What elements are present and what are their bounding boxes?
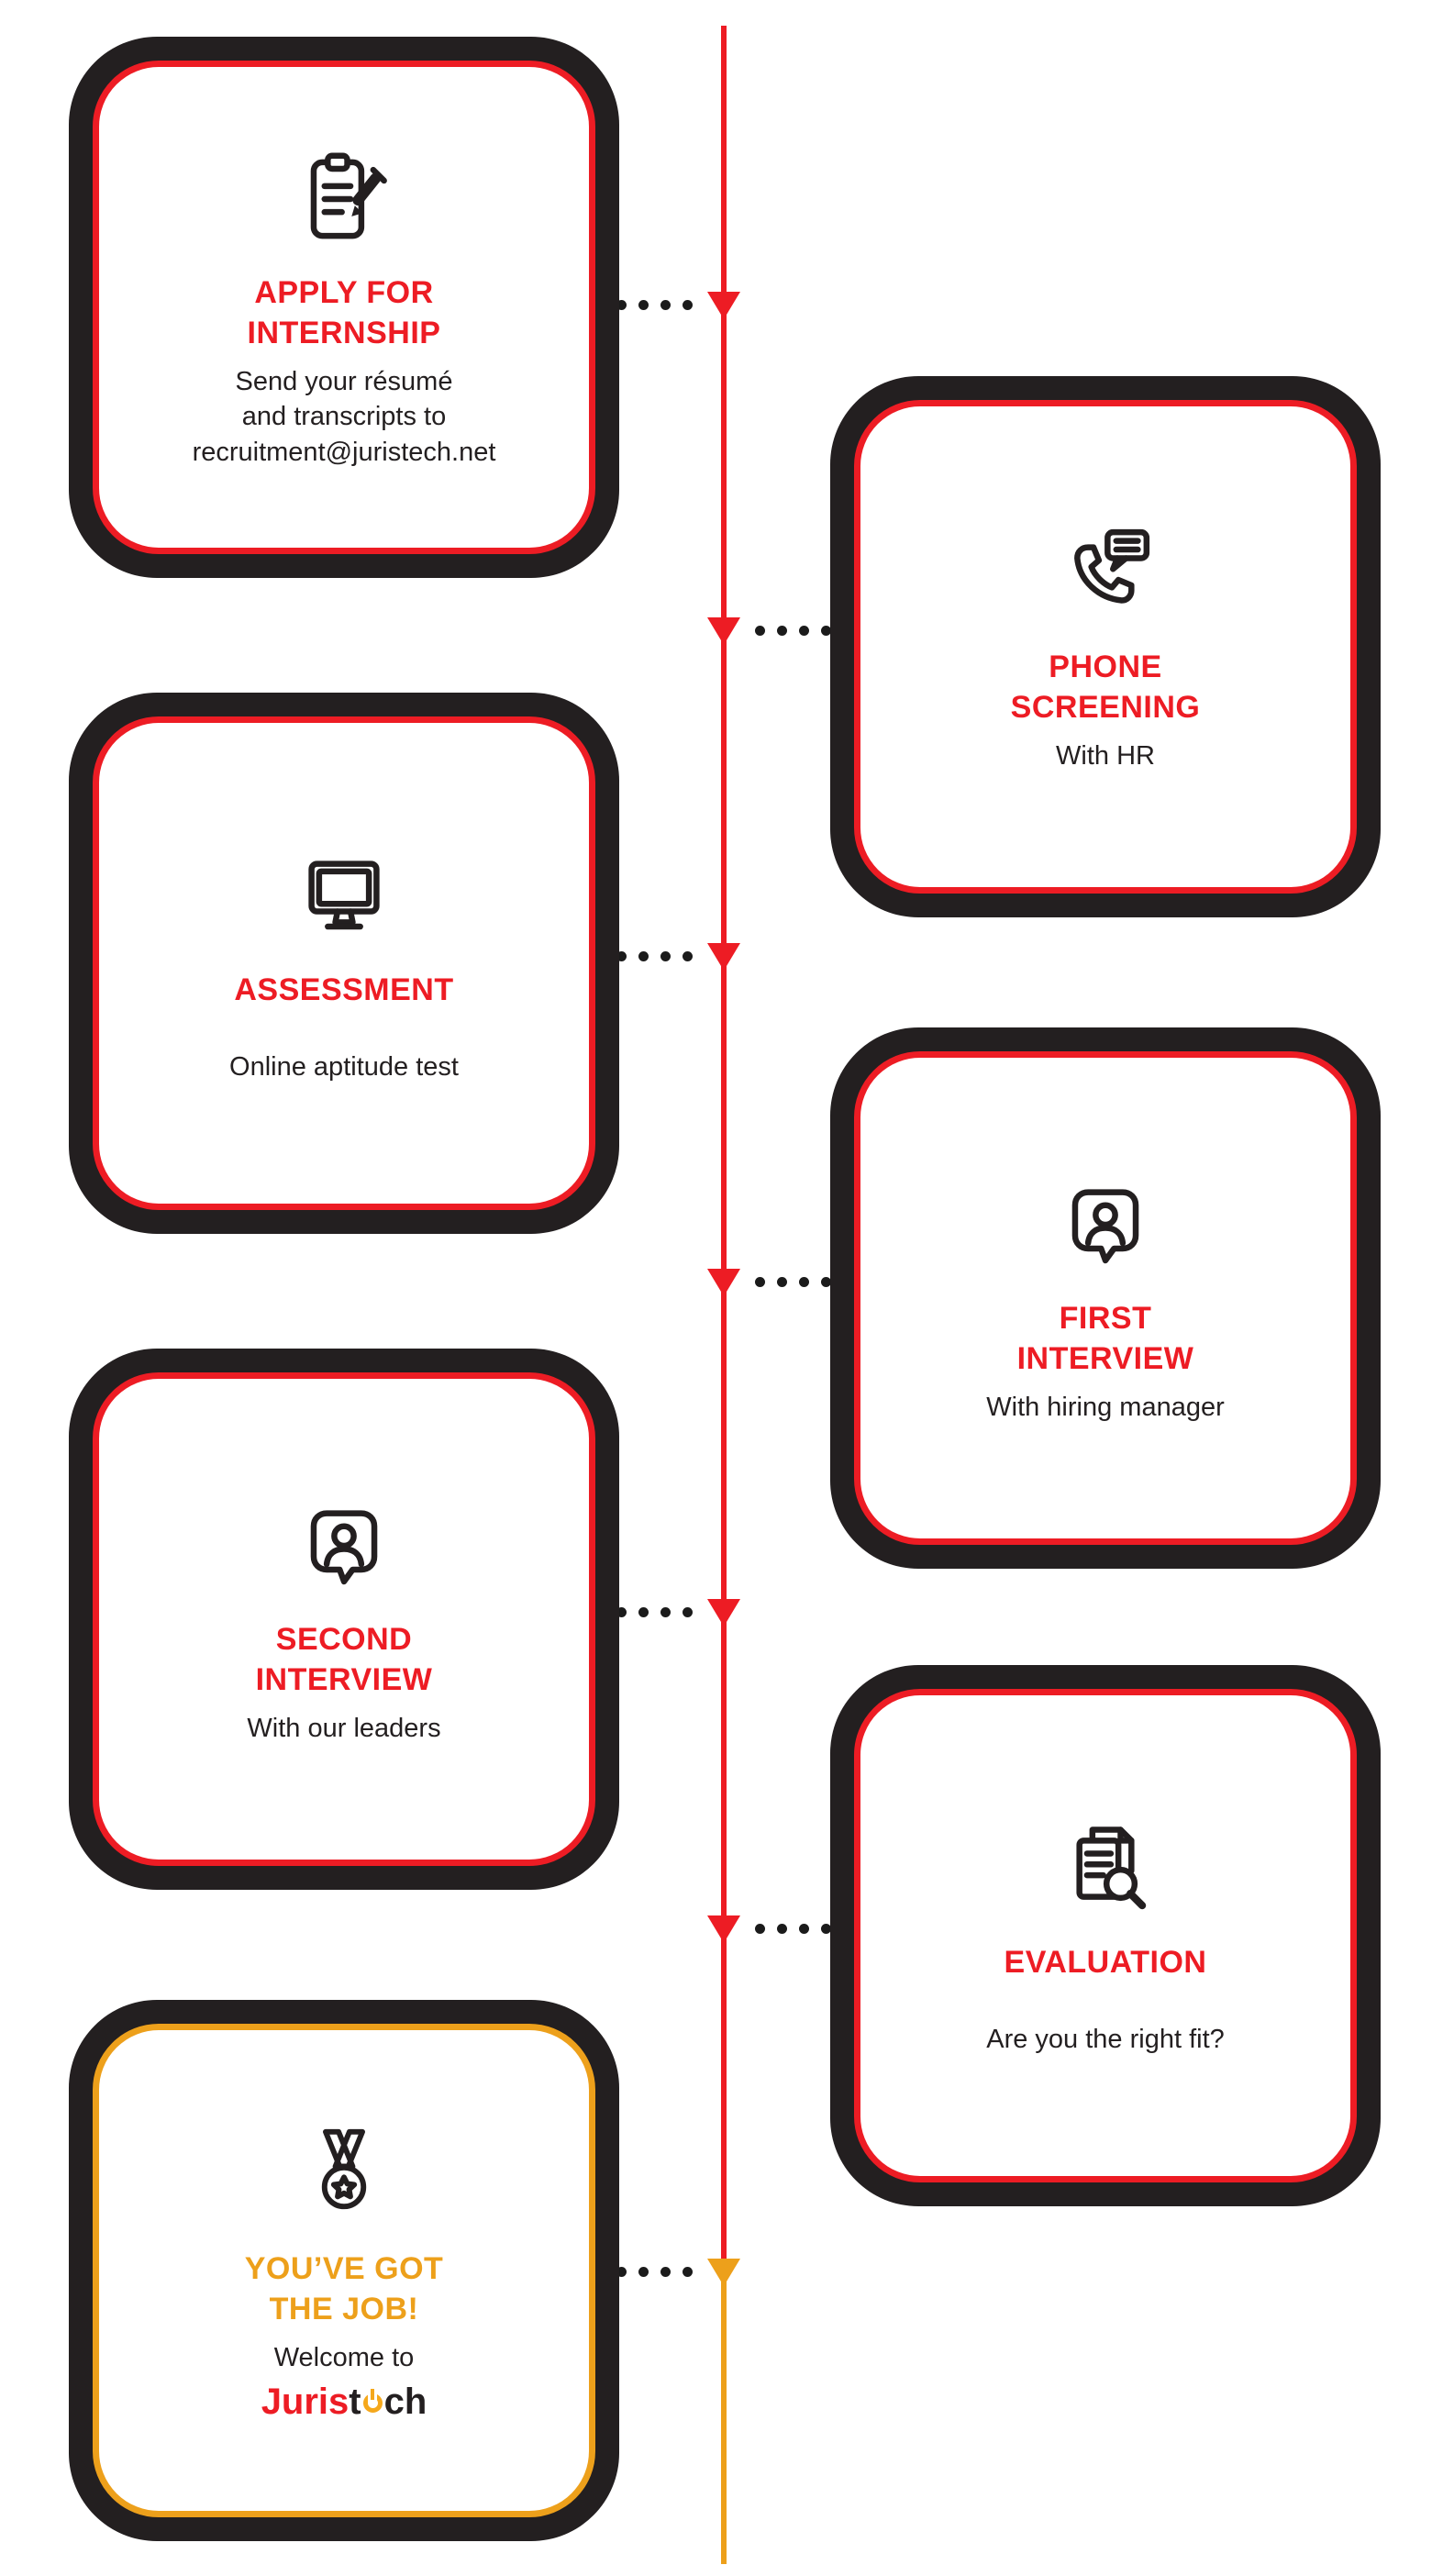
document-magnifier-icon: [1051, 1815, 1160, 1923]
step-title: YOU’VE GOT THE JOB!: [244, 2251, 444, 2326]
step-title: ASSESSMENT: [234, 972, 454, 1008]
phone-chat-icon: [1051, 519, 1160, 627]
arrow-down-gold-icon: [707, 2259, 740, 2286]
step-card-evaluation: EVALUATION Are you the right fit?: [830, 1665, 1381, 2206]
dotted-connector: [755, 1277, 831, 1287]
step-title: SECOND INTERVIEW: [255, 1622, 433, 1697]
step-title: EVALUATION: [1004, 1945, 1207, 1981]
person-badge-icon: [290, 1492, 398, 1600]
logo-t-text: t: [349, 2381, 361, 2422]
dotted-connector: [616, 951, 693, 961]
step-title: APPLY FOR INTERNSHIP: [247, 275, 441, 350]
step-card-first-interview: FIRST INTERVIEW With hiring manager: [830, 1027, 1381, 1569]
timeline-line-gold: [721, 2259, 727, 2564]
step-body: Welcome to: [273, 2343, 415, 2373]
arrow-down-icon: [707, 943, 740, 971]
arrow-down-icon: [707, 1915, 740, 1943]
step-card-second-interview: SECOND INTERVIEW With our leaders: [69, 1349, 619, 1890]
clipboard-pencil-icon: [290, 145, 398, 253]
dotted-connector: [755, 626, 831, 636]
arrow-down-icon: [707, 1269, 740, 1296]
timeline-line-red: [721, 26, 727, 2259]
power-icon: [362, 2393, 383, 2414]
dotted-connector: [616, 300, 693, 310]
logo-juris-text: Juris: [261, 2381, 350, 2422]
monitor-icon: [290, 842, 398, 950]
step-card-apply-internship: APPLY FOR INTERNSHIP Send your résumé an…: [69, 37, 619, 578]
medal-icon: [290, 2121, 398, 2229]
dotted-connector: [616, 2267, 693, 2277]
person-badge-icon: [1051, 1171, 1160, 1279]
dotted-connector: [616, 1607, 693, 1617]
step-card-phone-screening: PHONE SCREENING With HR: [830, 376, 1381, 917]
step-body: Online aptitude test: [229, 1051, 459, 1082]
step-body: With hiring manager: [986, 1393, 1225, 1423]
step-body: Send your résumé and transcripts to recr…: [192, 367, 496, 467]
step-body: With HR: [1056, 741, 1155, 772]
logo-ch-text: ch: [383, 2381, 427, 2422]
step-title: PHONE SCREENING: [1010, 650, 1201, 725]
step-title: FIRST INTERVIEW: [1016, 1301, 1194, 1376]
step-card-assessment: ASSESSMENT Online aptitude test: [69, 693, 619, 1234]
step-body: With our leaders: [247, 1714, 441, 1744]
dotted-connector: [755, 1924, 831, 1934]
arrow-down-icon: [707, 292, 740, 319]
arrow-down-icon: [707, 617, 740, 645]
arrow-down-icon: [707, 1599, 740, 1627]
step-body: Are you the right fit?: [986, 2024, 1225, 2054]
